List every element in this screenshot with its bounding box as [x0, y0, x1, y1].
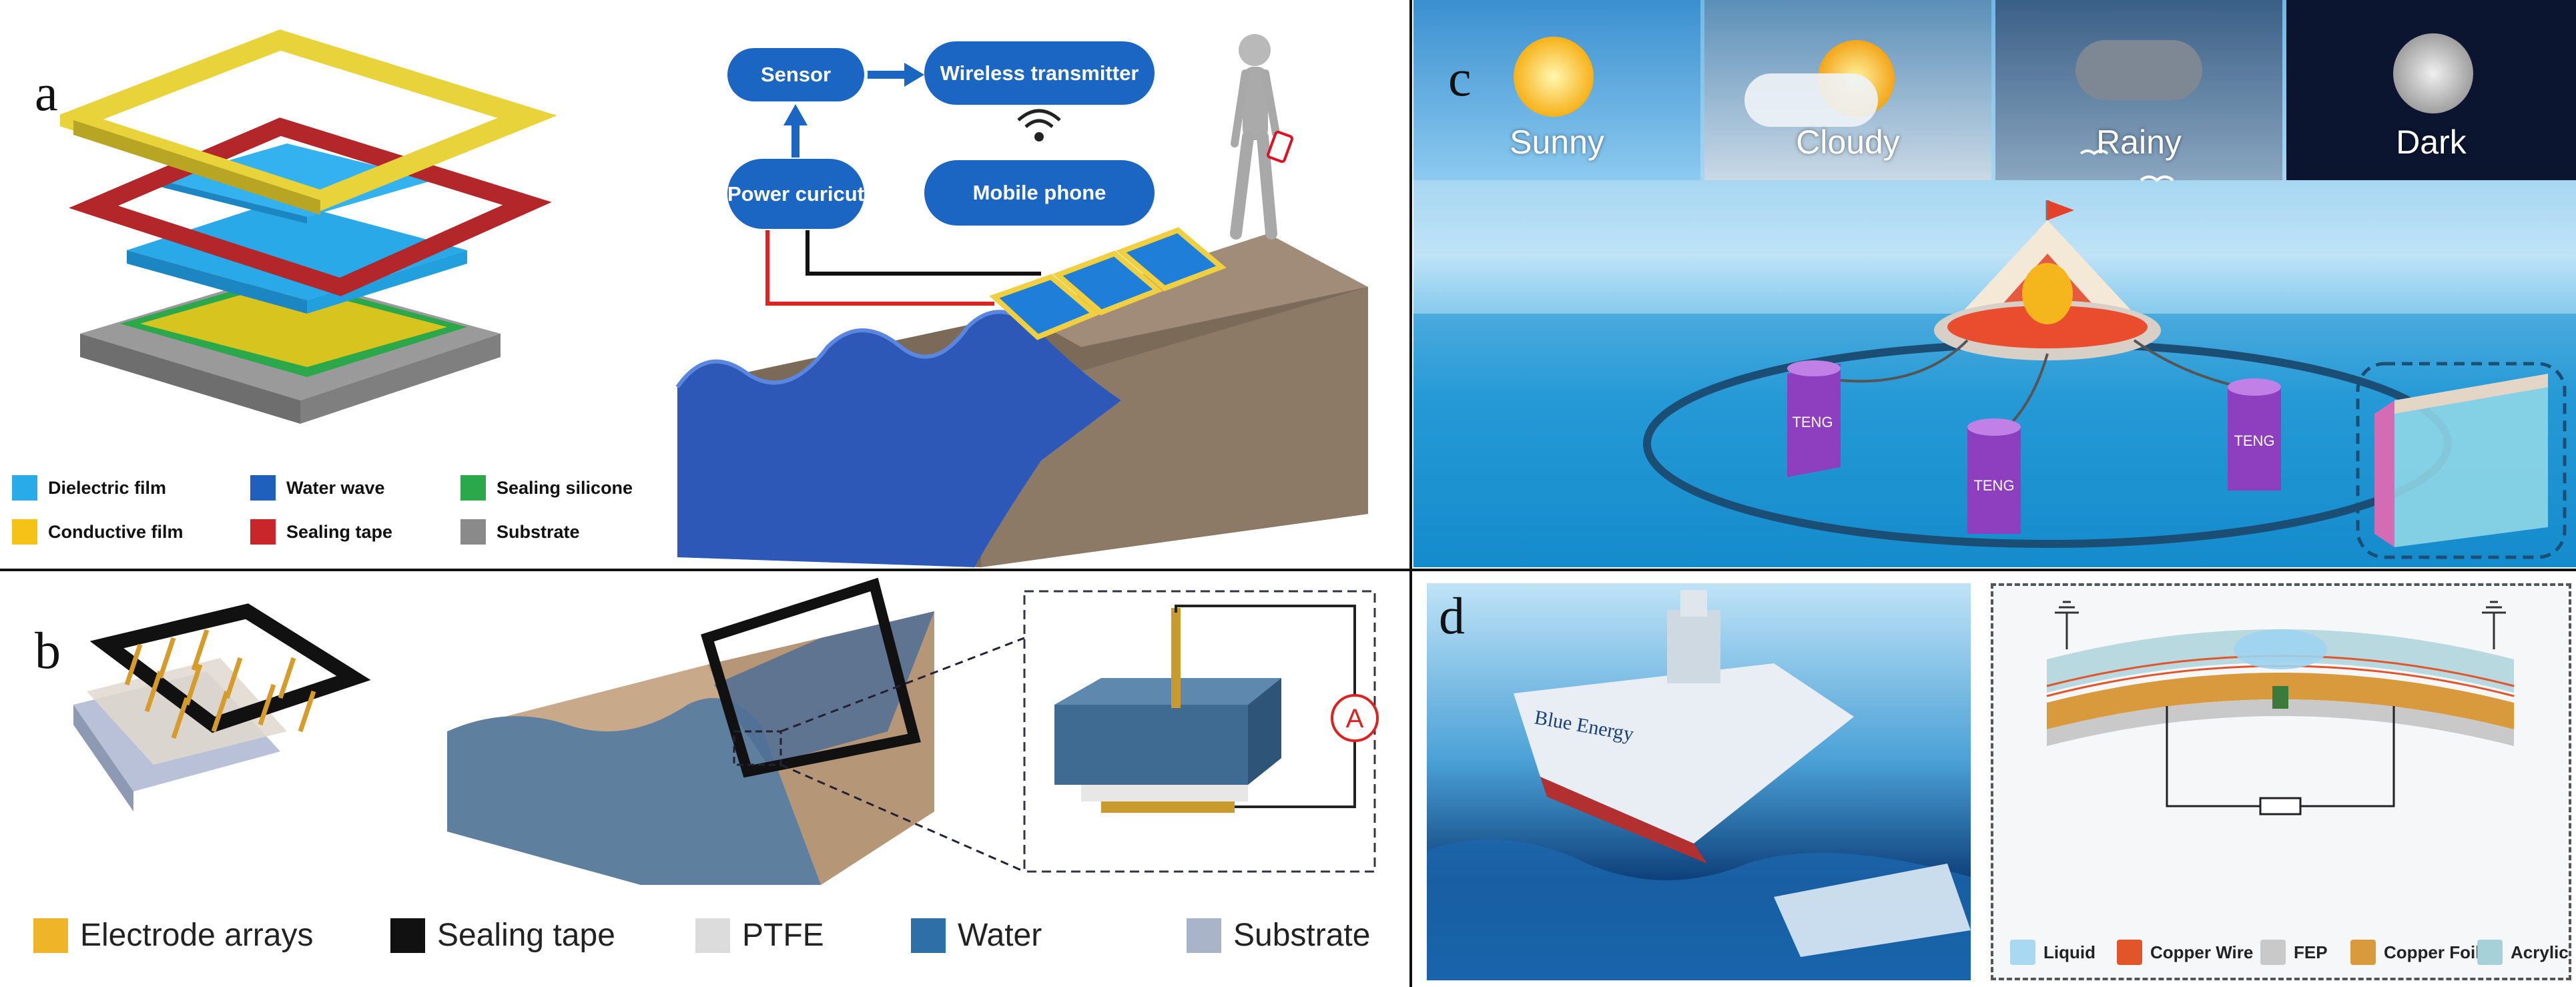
curved-device-illustration: [2046, 601, 2515, 815]
weather-label-sunny: Sunny: [1510, 123, 1604, 161]
teng-unit-2: TENG: [1967, 418, 2021, 534]
power-circuit-box: Power curicut: [727, 159, 864, 229]
teng-panel-1: [989, 274, 1100, 340]
substrate-swatch: [460, 519, 486, 545]
legend-item-electrode-arrays: Electrode arrays: [33, 917, 313, 954]
liquid-swatch: [2010, 940, 2035, 965]
ammeter-label: A: [1346, 704, 1364, 733]
buoy-teng-illustration: TENG TENG TENG: [1413, 149, 2576, 567]
teng-label-1: TENG: [1792, 414, 1833, 430]
ship-illustration: Blue Energy: [1427, 590, 1971, 980]
weather-tile-rainy: Rainy: [1995, 0, 2282, 180]
weather-label-rainy: Rainy: [2096, 123, 2182, 161]
mobile-phone-box: Mobile phone: [924, 160, 1155, 226]
legend-item-water: Water: [911, 917, 1042, 954]
sealing-silicone-swatch: [460, 475, 486, 501]
legend-item-sealing-tape: Sealing tape: [250, 519, 392, 545]
teng-unit-3: TENG: [2228, 378, 2281, 490]
wireless-transmitter-box: Wireless transmitter: [924, 41, 1155, 105]
legend-item-substrate-b: Substrate: [1187, 917, 1370, 954]
copper-wire-swatch: [2117, 940, 2142, 965]
wireless-icon: [1034, 132, 1044, 141]
weather-tile-cloudy: Cloudy: [1704, 0, 1991, 180]
weather-tile-dark: Dark: [2286, 0, 2576, 180]
panel-label-d: d: [1439, 587, 1465, 645]
teng-panel-3: [1116, 227, 1227, 292]
sealing-tape-swatch: [250, 519, 276, 545]
legend-item-water-wave: Water wave: [250, 475, 385, 501]
weather-label-cloudy: Cloudy: [1796, 123, 1900, 161]
legend-item-dielectric-film: Dielectric film: [12, 475, 166, 501]
panel-label-a: a: [35, 63, 58, 121]
teng-label-2: TENG: [1973, 477, 2014, 494]
legend-item-ptfe: PTFE: [695, 917, 824, 954]
legend-item-substrate: Substrate: [460, 519, 580, 545]
ship-ocean-scene: Blue Energy: [1427, 583, 1971, 980]
person-figure: [1230, 34, 1293, 240]
panel-a: a Dielectric film Water wave Sealing sil…: [0, 0, 1408, 567]
electrode-swatch: [33, 918, 68, 953]
legend-item-fep: FEP: [2260, 940, 2328, 965]
legend-item-acrylic: Acrylic: [2477, 940, 2569, 965]
sensor-box: Sensor: [727, 48, 864, 101]
copper-foil-swatch: [2350, 940, 2376, 965]
sun-icon: [1514, 37, 1594, 117]
panel-b: b A Electrode arra: [0, 571, 1408, 987]
cloud-icon: [1744, 73, 1878, 127]
flow-arrows: [675, 34, 1368, 567]
panel-d: Blue Energy d Liquid Copper Wire FEP Cop…: [1413, 571, 2576, 987]
sealing-tape-swatch-b: [390, 918, 425, 953]
moon-icon: [2393, 33, 2473, 113]
layer-stack-illustration: [60, 29, 557, 424]
acrylic-swatch: [2477, 940, 2503, 965]
conductive-swatch: [12, 519, 37, 545]
legend-item-copper-wire: Copper Wire: [2117, 940, 2253, 965]
horizontal-divider: [0, 569, 2576, 571]
panel-label-b: b: [35, 621, 61, 679]
legend-item-sealing-silicone: Sealing silicone: [460, 475, 633, 501]
water-wave-surface: [677, 312, 1121, 567]
substrate-swatch-b: [1187, 918, 1221, 953]
teng-unit-1: TENG: [1787, 360, 1841, 477]
storm-cloud-icon: [2075, 40, 2202, 100]
panel-b-illustrations: A: [73, 577, 1379, 885]
ptfe-swatch: [695, 918, 730, 953]
panel-c: Sunny Cloudy Rainy Dark TENG: [1413, 0, 2576, 567]
legend-item-copper-foil: Copper Foil: [2350, 940, 2480, 965]
dielectric-swatch: [12, 475, 37, 501]
water-wave-swatch: [250, 475, 276, 501]
legend-item-conductive-film: Conductive film: [12, 519, 184, 545]
water-swatch: [911, 918, 946, 953]
panel-label-c: c: [1448, 49, 1472, 107]
device-detail-box: Liquid Copper Wire FEP Copper Foil Acryl…: [1991, 583, 2571, 980]
weather-label-dark: Dark: [2396, 123, 2467, 161]
legend-item-sealing-tape-b: Sealing tape: [390, 917, 615, 954]
legend-item-liquid: Liquid: [2010, 940, 2096, 965]
resistor-icon: [2259, 797, 2302, 815]
teng-panel-2: [1052, 250, 1163, 316]
vertical-divider: [1409, 0, 1412, 987]
ammeter-icon: [1331, 694, 1379, 742]
weather-tile-sunny: Sunny: [1413, 0, 1700, 180]
teng-label-3: TENG: [2234, 432, 2274, 449]
fep-swatch: [2260, 940, 2286, 965]
